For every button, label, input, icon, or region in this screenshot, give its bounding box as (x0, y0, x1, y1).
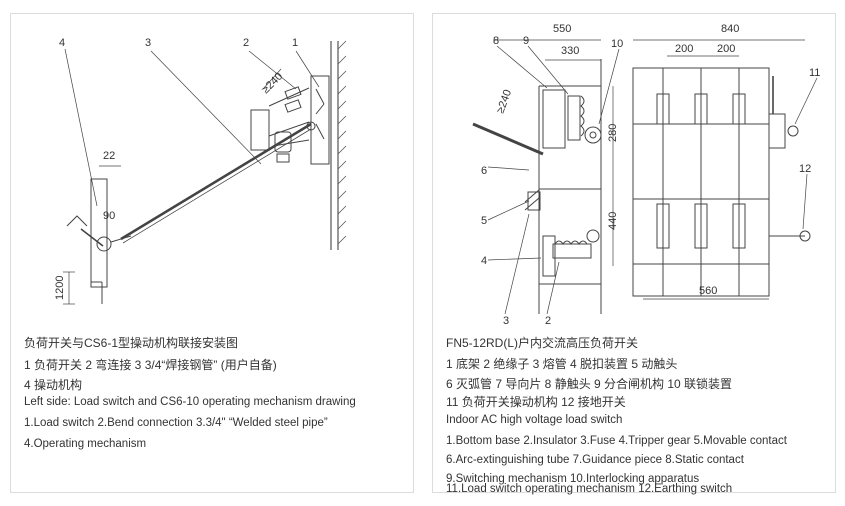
callout-3: 3 (145, 37, 151, 49)
callout-8: 8 (493, 35, 499, 47)
right-legend-cn-1: 1 底架 2 绝缘子 3 熔管 4 脱扣装置 5 动触头 (446, 357, 678, 371)
load-switch (250, 75, 330, 165)
left-title-cn: 负荷开关与CS6-1型操动机构联接安装图 (24, 336, 239, 350)
left-legend-cn-1: 1 负荷开关 2 弯连接 3 3/4“焊接钢管” (用户自备) (24, 358, 277, 372)
front-view (632, 67, 811, 297)
dimension-240: ≥240 (260, 70, 286, 96)
right-assembly-drawing: 8 9 10 11 12 6 5 4 3 2 550 330 840 200 2… (472, 23, 820, 327)
callout-3: 3 (503, 315, 509, 327)
left-installation-drawing: 4 3 2 1 ≥240 22 90 1200 (54, 37, 347, 305)
dimension-840: 840 (721, 23, 739, 35)
callout-4: 4 (59, 37, 65, 49)
callout-1: 1 (292, 37, 298, 49)
left-legend-en-2: 4.Operating mechanism (24, 438, 147, 450)
dimension-240: ≥240 (495, 88, 515, 115)
dimension-440: 440 (607, 212, 619, 230)
right-drawing-panel: 8 9 10 11 12 6 5 4 3 2 550 330 840 200 2… (432, 13, 836, 495)
dimension-lines (487, 39, 818, 315)
right-title-en: Indoor AC high voltage load switch (446, 414, 623, 426)
wall (330, 40, 347, 250)
callout-4: 4 (481, 255, 487, 267)
dimension-200-a: 200 (675, 43, 693, 55)
front-phase-b (694, 68, 708, 296)
dimension-22: 22 (103, 150, 115, 162)
callout-9: 9 (523, 35, 529, 47)
front-phase-a (656, 68, 670, 296)
right-legend-cn-3: 11 负荷开关操动机构 12 接地开关 (446, 395, 626, 409)
dimension-280: 280 (607, 124, 619, 142)
left-drawing-panel: 4 3 2 1 ≥240 22 90 1200 负荷开关与CS6-1型操动机构联… (10, 13, 414, 493)
side-view (472, 59, 602, 314)
dimension-550: 550 (553, 23, 571, 35)
callout-2: 2 (243, 37, 249, 49)
dimension-330: 330 (561, 45, 579, 57)
callout-10: 10 (611, 38, 623, 50)
welded-steel-pipe (120, 121, 316, 244)
callout-2: 2 (545, 315, 551, 327)
callout-12: 12 (799, 163, 811, 175)
right-legend-en-1: 1.Bottom base 2.Insulator 3.Fuse 4.Tripp… (446, 435, 787, 447)
left-legend-cn-2: 4 操动机构 (24, 378, 83, 392)
right-legend-en-3: 9.Switching mechanism 10.Interlocking ap… (446, 473, 700, 485)
left-title-en: Left side: Load switch and CS6-10 operat… (24, 396, 356, 408)
callout-5: 5 (481, 215, 487, 227)
dimension-lines (63, 48, 320, 305)
left-legend-en-1: 1.Load switch 2.Bend connection 3.3/4" “… (24, 417, 328, 429)
dimension-560: 560 (699, 285, 717, 297)
right-legend-cn-2: 6 灭弧管 7 导向片 8 静触头 9 分合闸机构 10 联锁装置 (446, 377, 733, 391)
dimension-200-b: 200 (717, 43, 735, 55)
right-legend-en-4: 11.Load switch operating mechanism 12.Ea… (446, 483, 733, 495)
dimension-1200: 1200 (54, 276, 66, 300)
front-phase-c (732, 68, 746, 296)
dimension-90: 90 (103, 210, 115, 222)
callout-11: 11 (809, 67, 820, 79)
operating-mechanism (66, 178, 132, 304)
right-legend-en-2: 6.Arc-extinguishing tube 7.Guidance piec… (446, 454, 744, 466)
callout-6: 6 (481, 165, 487, 177)
right-title-cn: FN5-12RD(L)户内交流高压负荷开关 (446, 336, 639, 350)
